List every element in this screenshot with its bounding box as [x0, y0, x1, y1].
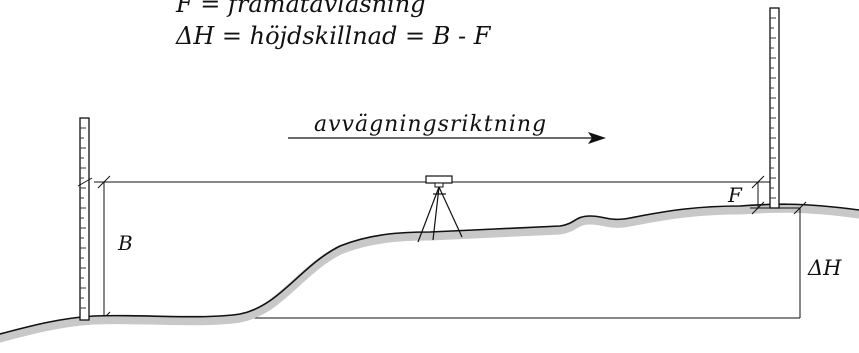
right-leveling-staff	[769, 7, 780, 209]
tripod	[417, 186, 463, 243]
height-difference-dimension	[793, 201, 807, 318]
foresight-label: F	[727, 183, 743, 207]
height-difference-label: ΔH	[807, 256, 842, 280]
ground-profile	[0, 203, 859, 343]
right-staff-graduations	[770, 17, 776, 199]
direction-arrow	[288, 132, 606, 144]
backsight-label: B	[117, 231, 133, 255]
foresight-dimension	[750, 175, 800, 215]
leveling-instrument	[417, 175, 463, 243]
left-staff-graduations	[80, 127, 86, 309]
backsight-dimension	[97, 175, 111, 325]
legend-foresight-definition: F = framåtavläsning	[175, 0, 426, 18]
direction-label: avvägningsriktning	[314, 112, 547, 137]
left-leveling-staff	[77, 117, 93, 321]
legend-height-difference-definition: ΔH = höjdskillnad = B - F	[175, 22, 492, 50]
